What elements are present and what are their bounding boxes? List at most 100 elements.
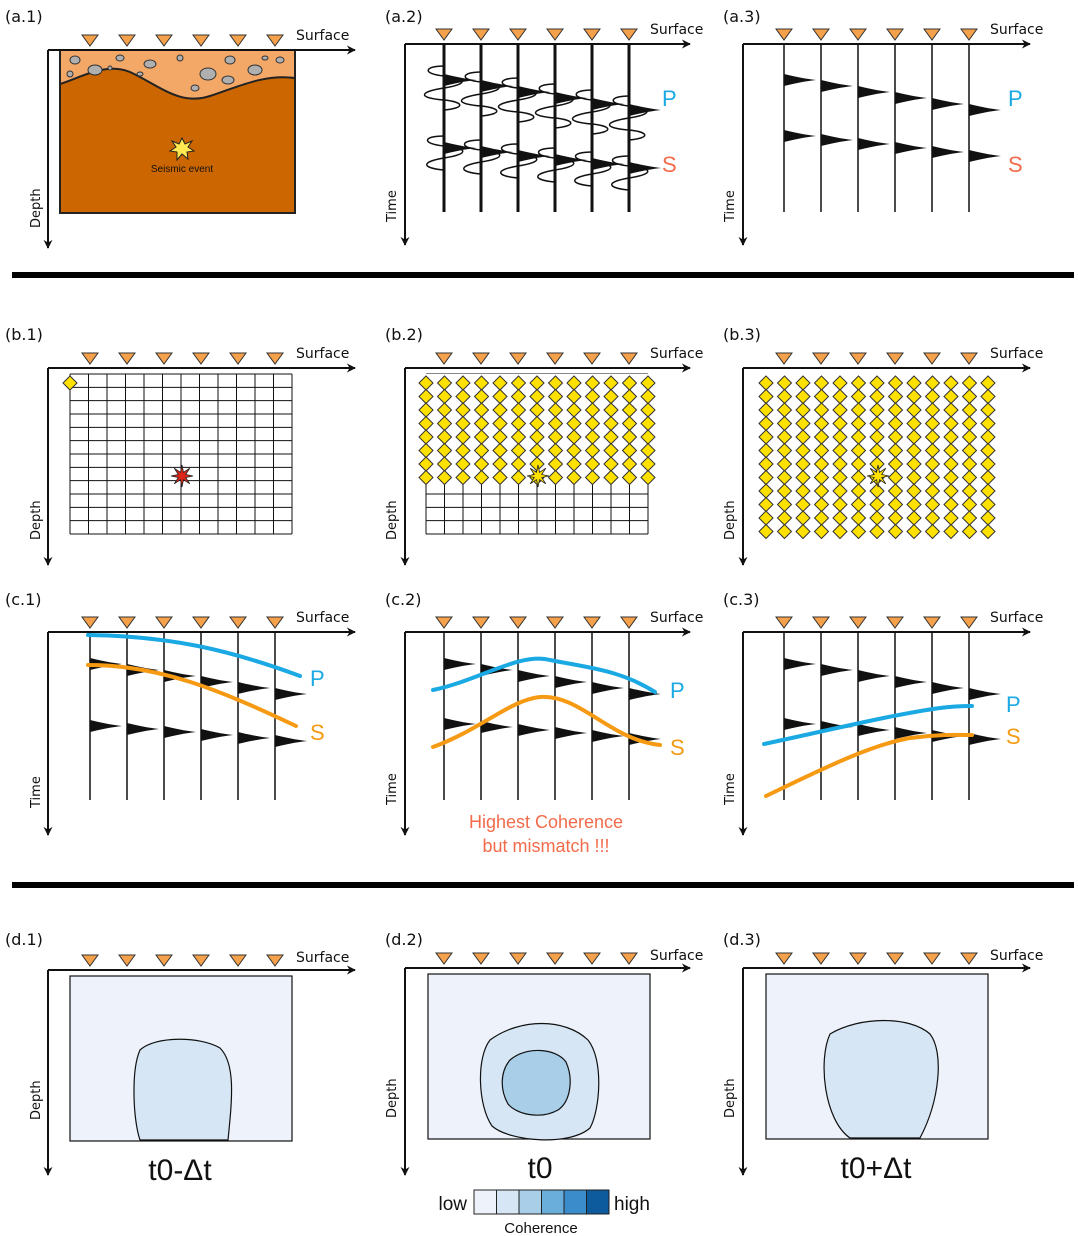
panel-d1-receiver-icon-5 — [266, 954, 284, 967]
panel-a2-p-noise-1 — [460, 71, 500, 117]
panel-b1-receiver-icon-5 — [266, 352, 284, 365]
panel-b3-node — [795, 469, 811, 486]
time-label-a2: Time — [385, 190, 400, 223]
panel-c2-p-pulse — [444, 658, 476, 670]
panel-b1-grid — [69, 373, 293, 535]
panel-b3-node — [850, 402, 867, 418]
time-label-d3: t0+Δt — [841, 1152, 913, 1185]
panel-a2-s-noise-4 — [574, 151, 612, 187]
panel-b2-receiver-icon-5 — [620, 352, 638, 365]
panel-b3-node — [906, 469, 922, 486]
surface-label-a1: Surface — [296, 28, 349, 44]
panel-c3-receiver-icon-1 — [812, 616, 830, 629]
panel-c1-p-curve — [86, 633, 302, 678]
surface-label-d1: Surface — [296, 950, 349, 966]
panel-b3-node — [850, 523, 867, 540]
panel-c1-s-pulse — [275, 735, 307, 747]
panel-b3-node — [906, 388, 922, 405]
panel-c1-s-pulse — [164, 726, 196, 738]
panel-c1-s-pulse — [201, 729, 233, 741]
panel-b3-node — [887, 523, 904, 540]
panel-b3-node — [869, 388, 885, 405]
panel-b3-node — [813, 402, 830, 418]
panel-b3-node — [758, 523, 774, 540]
panel-c1-receiver-icon-5 — [266, 616, 284, 629]
panel-b3-node — [832, 510, 848, 526]
panel-b3-node — [980, 402, 996, 418]
panel-b1-event-star — [170, 464, 194, 488]
panel-b3-node — [776, 415, 793, 432]
panel-b2-node — [547, 469, 564, 486]
panel-a2-receiver-icon-3 — [546, 28, 564, 41]
panel-b3-node — [961, 456, 978, 472]
panel-d1-contour-1 — [133, 1038, 233, 1141]
panel-b3-node — [813, 496, 830, 513]
colorbar-high-label: high — [614, 1194, 650, 1215]
panel-b3-node — [943, 483, 959, 499]
panel-b3-node — [980, 375, 996, 391]
panel-b3-node — [943, 456, 959, 472]
panel-b3-node — [832, 496, 848, 513]
panel-c3-p-pulse — [784, 658, 816, 670]
panel-b3-node — [887, 483, 904, 499]
panel-b3-node — [758, 496, 774, 513]
panel-a3-receiver-icon-3 — [886, 28, 904, 41]
panel-a2-receiver-icon-1 — [472, 28, 490, 41]
panel-b2-receiver-icon-2 — [509, 352, 527, 365]
panel-a2-p-noise-0 — [423, 65, 463, 111]
s-label-a2: S — [662, 152, 677, 177]
panel-b3-event-star — [866, 464, 890, 488]
panel-b3-node — [795, 483, 811, 499]
panel-b1-receiver-icon-2 — [155, 352, 173, 365]
panel-b3-node — [776, 469, 793, 486]
panel-d3-receiver-icon-4 — [923, 952, 941, 965]
panel-a2-s-pulse — [444, 142, 476, 154]
panel-b3-node — [776, 375, 793, 391]
panel-a3-receiver-icon-2 — [849, 28, 867, 41]
panel-c3-p-curve — [762, 704, 974, 746]
panel-b3-node — [961, 496, 978, 513]
panel-c1-receiver-icon-2 — [155, 616, 173, 629]
panel-label-d2: (d.2) — [385, 930, 423, 949]
colorbar-swatch-1 — [496, 1189, 520, 1215]
panel-b3-node — [850, 496, 867, 513]
time-label-c1: Time — [29, 776, 44, 809]
panel-b3-node — [832, 483, 848, 499]
panel-b3-node — [832, 523, 848, 540]
panel-b3-receiver-icon-3 — [886, 352, 904, 365]
panel-b3-node — [832, 442, 848, 459]
panel-d2-contour-2 — [501, 1049, 571, 1116]
panel-b3-node — [961, 429, 978, 445]
panel-a2-s-pulse — [518, 150, 550, 162]
panel-a3-receiver-icon-5 — [960, 28, 978, 41]
panel-b3-node — [924, 388, 941, 405]
panel-b2-event-star — [526, 464, 550, 488]
panel-label-a3: (a.3) — [723, 7, 761, 26]
panel-c2-receiver-icon-1 — [472, 616, 490, 629]
panel-c3-s-pulse — [784, 718, 816, 730]
panel-d1-receiver-icon-0 — [81, 954, 99, 967]
panel-b3-node — [758, 415, 774, 432]
panel-b3-node — [980, 496, 996, 513]
panel-b3-node — [943, 469, 959, 486]
panel-b2-node — [455, 469, 471, 486]
panel-label-d1: (d.1) — [5, 930, 43, 949]
panel-a1-receiver-icon-0 — [81, 34, 99, 47]
surface-label-d3: Surface — [990, 948, 1043, 964]
seismic-event-label: Seismic event — [151, 164, 213, 175]
panel-b3-node — [924, 429, 941, 445]
panel-b3-node — [776, 510, 793, 526]
panel-c3-receiver-icon-5 — [960, 616, 978, 629]
panel-b3-node — [924, 523, 941, 540]
panel-c3-receiver-icon-4 — [923, 616, 941, 629]
panel-b3-node — [924, 510, 941, 526]
panel-c2-s-pulse — [629, 733, 661, 745]
panel-b2-node — [510, 469, 527, 486]
s-label-c2: S — [670, 735, 685, 760]
panel-b3-node — [758, 456, 774, 472]
s-label-c1: S — [310, 720, 325, 745]
panel-b1-receiver-icon-4 — [229, 352, 247, 365]
panel-a3-s-pulse — [784, 130, 816, 142]
panel-b3-node — [776, 388, 793, 405]
panel-b3-node — [776, 429, 793, 445]
